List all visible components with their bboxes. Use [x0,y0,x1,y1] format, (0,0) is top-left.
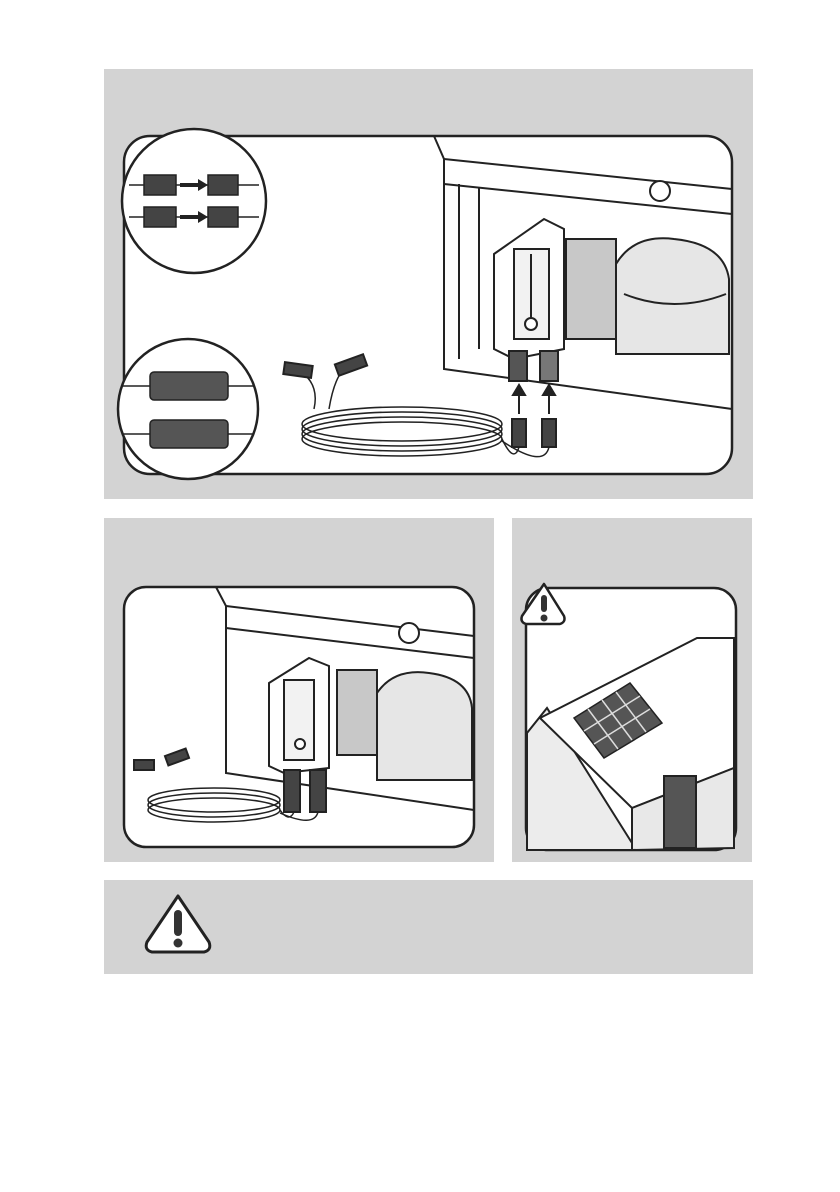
connected-cable-panel [104,518,494,862]
warning-triangle-icon [146,896,210,952]
connected-cable-illustration [104,518,494,862]
solar-house-panel [512,518,752,862]
warning-note-panel [104,880,753,974]
connector-illustration [104,69,753,499]
compressor [566,238,729,354]
warning-note-graphic [104,880,753,974]
connector-detail-top [122,129,266,273]
connector-detail-bottom [118,339,258,479]
solar-house-illustration [512,518,752,862]
connector-instruction-panel [104,69,753,499]
